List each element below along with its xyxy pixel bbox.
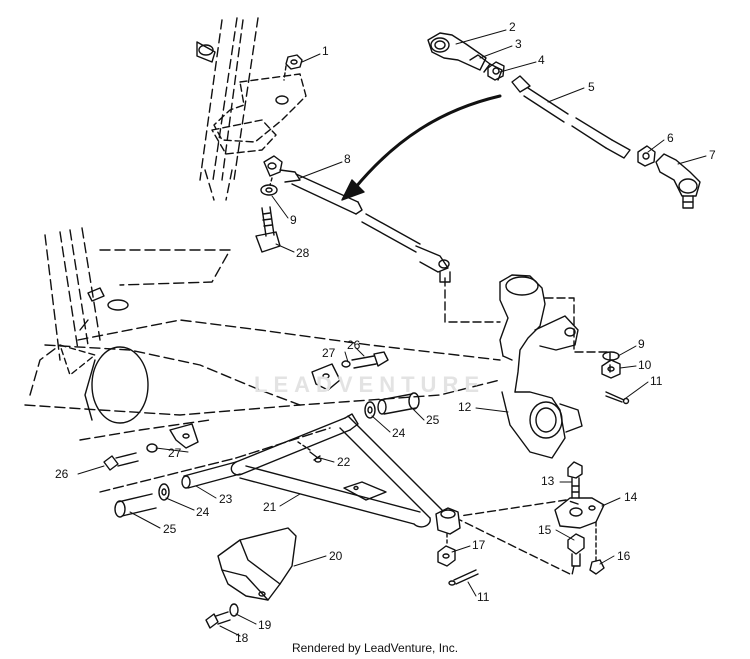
jam-nut-4 bbox=[487, 61, 505, 81]
castle-nut-17 bbox=[437, 545, 456, 567]
bracket-27-left bbox=[169, 423, 199, 449]
callout-23: 23 bbox=[219, 492, 233, 506]
washer-27-right bbox=[341, 360, 351, 368]
callout-22: 22 bbox=[337, 455, 351, 469]
callout-24-right: 24 bbox=[392, 426, 406, 440]
frame bbox=[24, 227, 501, 441]
castle-nut-10 bbox=[601, 359, 621, 379]
grease-fitting-22 bbox=[309, 451, 322, 463]
pivot-bolt-25-right bbox=[377, 392, 420, 415]
callout-25-right: 25 bbox=[426, 413, 440, 427]
callout-3: 3 bbox=[515, 37, 522, 51]
washer-9-right bbox=[602, 351, 620, 361]
tie-rod-end-left bbox=[427, 32, 503, 81]
callout-5: 5 bbox=[588, 80, 595, 94]
steering-column bbox=[199, 17, 259, 201]
callout-24-left: 24 bbox=[196, 505, 210, 519]
callout-9-left: 9 bbox=[290, 213, 297, 227]
callout-10: 10 bbox=[638, 358, 652, 372]
washer-19 bbox=[229, 603, 239, 617]
bolt-18 bbox=[205, 611, 231, 629]
bolt-26-right bbox=[351, 351, 389, 369]
watermark-text: LEADVENTURE bbox=[254, 372, 486, 397]
callout-11-lower: 11 bbox=[477, 590, 490, 604]
tie-rod-assembly-8 bbox=[263, 155, 451, 283]
ball-joint-housing bbox=[435, 507, 461, 535]
frame-opening bbox=[91, 346, 149, 424]
bushing-23 bbox=[181, 461, 241, 489]
callout-26-left: 26 bbox=[55, 467, 69, 481]
callout-17: 17 bbox=[472, 538, 486, 552]
callout-25-left: 25 bbox=[163, 522, 177, 536]
washer-9-left bbox=[260, 184, 278, 196]
washer-24-left bbox=[158, 483, 170, 501]
callout-20: 20 bbox=[329, 549, 343, 563]
pivot-bolt-25-left bbox=[114, 493, 157, 518]
callout-7: 7 bbox=[709, 148, 716, 162]
frame-hole bbox=[107, 299, 129, 311]
spindle-12 bbox=[499, 274, 583, 459]
ball-joint-15 bbox=[567, 533, 585, 567]
assembly-arrow bbox=[353, 94, 502, 190]
frame-clip bbox=[87, 287, 105, 302]
callout-16: 16 bbox=[617, 549, 631, 563]
callout-27-right: 27 bbox=[322, 346, 336, 360]
callout-27-left: 27 bbox=[168, 446, 182, 460]
tie-rod-5 bbox=[511, 75, 631, 159]
callout-4: 4 bbox=[538, 53, 545, 67]
callout-15: 15 bbox=[538, 523, 552, 537]
column-top-end bbox=[196, 41, 216, 63]
washer-24-right bbox=[364, 401, 376, 419]
nut-1 bbox=[285, 54, 303, 70]
callout-14: 14 bbox=[624, 490, 638, 504]
callout-6: 6 bbox=[667, 131, 674, 145]
ball-joint-plate-14 bbox=[554, 497, 605, 529]
callout-2: 2 bbox=[509, 20, 516, 34]
callout-21: 21 bbox=[263, 500, 277, 514]
skid-plate-20 bbox=[217, 527, 297, 601]
callout-9-right: 9 bbox=[638, 337, 645, 351]
bolt-26-left bbox=[103, 452, 139, 471]
jam-nut-6 bbox=[637, 145, 656, 167]
bracket-27-right bbox=[311, 363, 341, 391]
callout-26-right: 26 bbox=[347, 338, 361, 352]
leader-lines bbox=[77, 29, 707, 637]
tie-rod-end-right bbox=[655, 153, 701, 209]
cotter-pin-11-lower bbox=[448, 569, 479, 586]
bolt-13 bbox=[567, 461, 583, 499]
bolt-16 bbox=[589, 559, 605, 575]
cotter-pin-11-upper bbox=[605, 391, 630, 405]
callout-11-upper: 11 bbox=[650, 374, 663, 388]
callout-13: 13 bbox=[541, 474, 555, 488]
callout-18: 18 bbox=[235, 631, 249, 645]
column-top-eye bbox=[198, 44, 214, 56]
callout-28: 28 bbox=[296, 246, 310, 260]
callout-8: 8 bbox=[344, 152, 351, 166]
bolt-28 bbox=[255, 206, 281, 253]
callout-12: 12 bbox=[458, 400, 472, 414]
callout-1: 1 bbox=[322, 44, 329, 58]
footer-credit: Rendered by LeadVenture, Inc. bbox=[291, 641, 459, 655]
callout-19: 19 bbox=[258, 618, 272, 632]
pitman-arm bbox=[211, 73, 307, 155]
pitman-hole bbox=[275, 95, 289, 105]
